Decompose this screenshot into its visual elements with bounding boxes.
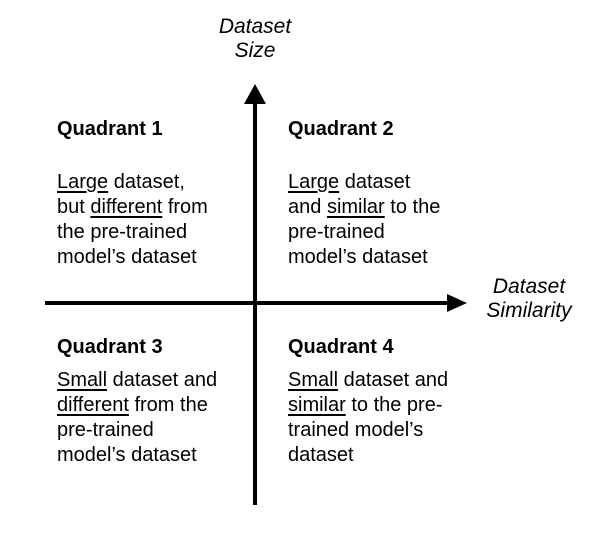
x-axis-line [45,301,448,305]
underlined-term: similar [288,394,346,416]
quadrant-text-line: model’s dataset [57,245,272,270]
x-axis-label-line1: Dataset [492,275,566,298]
text-segment: model’s dataset [288,246,428,268]
quadrant-text-line: Small dataset and [288,368,503,393]
text-segment: but [57,196,91,218]
text-segment: pre-trained [288,221,385,243]
x-axis-label: Dataset Similarity [467,275,591,323]
text-segment: dataset [339,171,411,193]
quadrant-1-title: Quadrant 1 [57,118,163,140]
quadrant-text-line: similar to the pre- [288,393,503,418]
text-segment: from [162,196,208,218]
quadrant-text-line: Large dataset [288,170,503,195]
quadrant-text-line: and similar to the [288,195,503,220]
text-segment: trained model’s [288,419,424,441]
quadrant-1-block: Quadrant 1 Large dataset,but different f… [57,117,272,270]
underlined-term: Large [57,171,109,193]
text-segment: model’s dataset [57,246,197,268]
text-segment: dataset and [107,369,218,391]
text-segment: the pre-trained [57,221,188,243]
quadrant-text-line: different from the [57,393,272,418]
quadrant-2-title: Quadrant 2 [288,118,394,140]
underlined-term: Large [288,171,340,193]
quadrant-3-title: Quadrant 3 [57,336,163,358]
quadrant-text-line: model’s dataset [288,245,503,270]
text-segment: to the [384,196,441,218]
underlined-term: different [57,394,129,416]
y-axis-label-line1: Dataset [218,15,292,38]
text-segment: model’s dataset [57,444,197,466]
y-axis-arrowhead-up-icon [244,84,266,104]
quadrant-4-title: Quadrant 4 [288,336,394,358]
underlined-term: Small [57,369,108,391]
quadrant-text-line: Large dataset, [57,170,272,195]
quadrant-text-line: pre-trained [288,220,503,245]
quadrant-text-line: Small dataset and [57,368,272,393]
underlined-term: similar [326,196,385,218]
quadrant-text-line: model’s dataset [57,443,272,468]
quadrant-text-line: dataset [288,443,503,468]
text-segment: from the [128,394,208,416]
underlined-term: different [90,196,163,218]
text-segment: to the pre- [345,394,443,416]
text-segment: dataset [288,444,354,466]
y-axis-label: Dataset Size [175,15,335,63]
text-segment: pre-trained [57,419,154,441]
y-axis-label-line2: Size [234,39,276,62]
quadrant-text-line: pre-trained [57,418,272,443]
text-segment: dataset, [108,171,185,193]
underlined-term: Small [288,369,339,391]
text-segment: dataset and [338,369,449,391]
text-segment: and [288,196,327,218]
quadrant-text-line: but different from [57,195,272,220]
quadrant-text-line: the pre-trained [57,220,272,245]
x-axis-label-line2: Similarity [486,299,572,322]
x-axis-arrowhead-right-icon [447,294,467,312]
quadrant-text-line: trained model’s [288,418,503,443]
